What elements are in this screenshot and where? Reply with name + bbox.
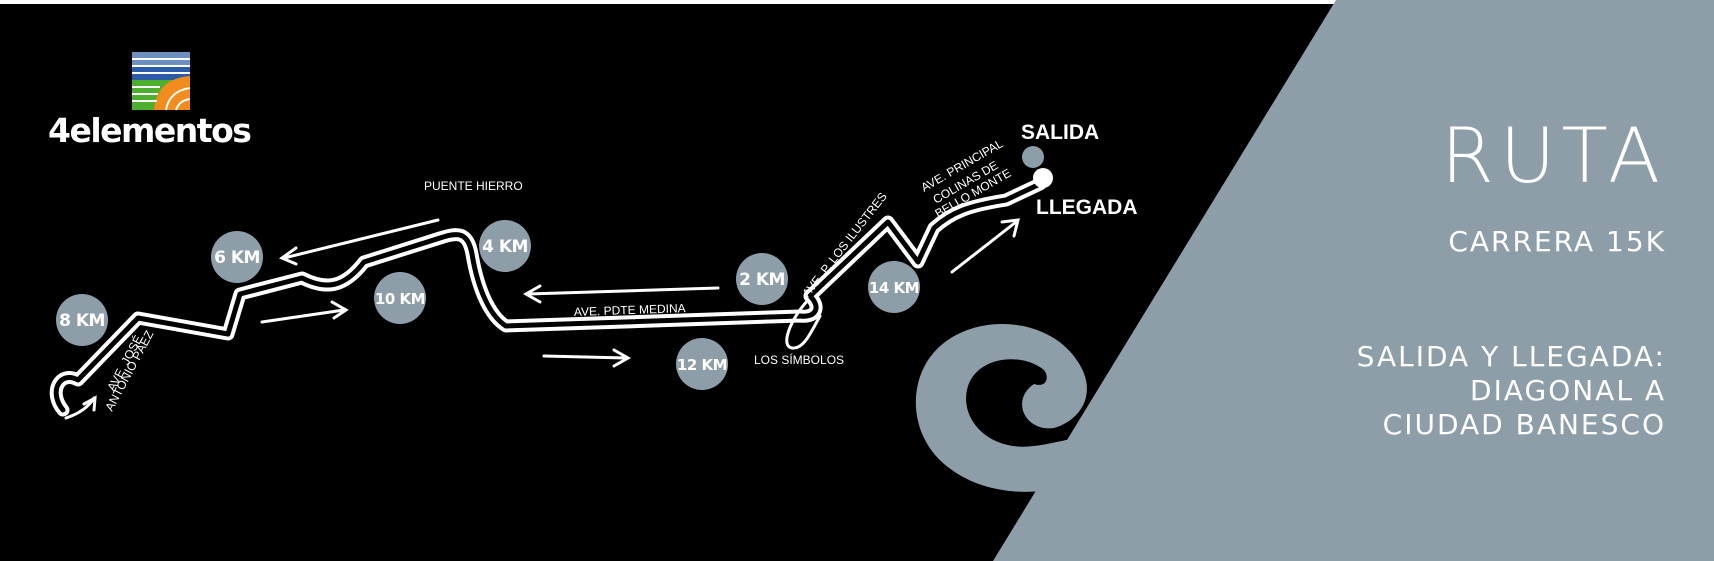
km-marker: 10 KM — [374, 272, 426, 324]
km-marker: 4 KM — [479, 220, 531, 272]
wave-swirl-decoration — [915, 323, 1136, 492]
top-border — [0, 0, 1714, 4]
race-subtitle: CARRERA 15K — [1448, 225, 1666, 258]
svg-text:4 KM: 4 KM — [482, 237, 528, 257]
street-label-puente-hierro: PUENTE HIERRO — [424, 179, 523, 193]
arrow-icon — [542, 348, 632, 368]
km-marker: 12 KM — [676, 338, 728, 390]
start-finish-line: DIAGONAL A — [1470, 374, 1666, 408]
start-finish-location: SALIDA Y LLEGADA: DIAGONAL A CIUDAD BANE… — [1357, 340, 1666, 442]
route-path — [49, 177, 1047, 417]
finish-marker — [1033, 168, 1053, 188]
arrow-icon — [950, 218, 1020, 274]
svg-text:10 KM: 10 KM — [375, 290, 425, 308]
km-marker: 6 KM — [211, 231, 263, 283]
svg-text:14 KM: 14 KM — [869, 279, 919, 297]
logo-wordmark: 4elementos — [48, 111, 251, 150]
arrow-icon — [522, 284, 720, 304]
info-panel-background — [993, 0, 1714, 561]
direction-arrows — [64, 218, 1020, 420]
km-marker: 8 KM — [56, 294, 108, 346]
svg-text:12 KM: 12 KM — [677, 356, 727, 374]
logo-mark-icon — [132, 52, 191, 111]
start-finish-line: CIUDAD BANESCO — [1382, 408, 1666, 442]
svg-text:2 KM: 2 KM — [739, 270, 785, 290]
street-label-pdte-medina: AVE. PDTE MEDINA — [574, 301, 686, 319]
arrow-icon — [278, 218, 440, 266]
arrow-icon — [260, 300, 349, 324]
street-label-los-simbolos: LOS SÍMBOLOS — [754, 352, 844, 367]
arrow-icon — [64, 395, 97, 420]
start-finish-line: SALIDA Y LLEGADA: — [1356, 340, 1666, 373]
finish-label: LLEGADA — [1036, 196, 1138, 219]
svg-text:6 KM: 6 KM — [214, 248, 260, 268]
start-marker — [1022, 146, 1044, 168]
page-title: RUTA — [1441, 111, 1666, 200]
km-marker: 2 KM — [736, 253, 788, 305]
start-label: SALIDA — [1021, 121, 1099, 144]
svg-text:8 KM: 8 KM — [59, 311, 105, 331]
km-marker: 14 KM — [868, 261, 920, 313]
